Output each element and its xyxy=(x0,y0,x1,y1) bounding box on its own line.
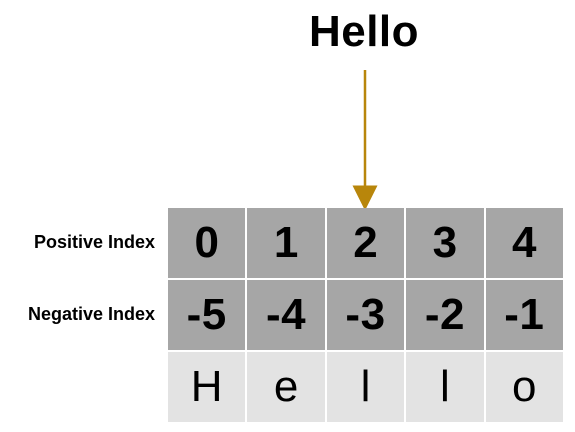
character-cell: l xyxy=(326,352,405,422)
negative-index-cell: -5 xyxy=(168,280,246,350)
positive-index-cell: 2 xyxy=(326,208,405,278)
positive-index-cell: 0 xyxy=(168,208,246,278)
positive-index-cell: 1 xyxy=(247,208,325,278)
negative-index-cell: -2 xyxy=(406,280,484,350)
index-grid: 0 1 2 3 4 -5 -4 -3 -2 -1 H e l l o xyxy=(168,208,563,422)
title: Hello xyxy=(308,7,420,56)
positive-index-label: Positive Index xyxy=(33,232,155,252)
negative-index-cell: -4 xyxy=(247,280,325,350)
negative-index-cell: -1 xyxy=(485,280,563,350)
character-cell: H xyxy=(168,352,246,422)
negative-index-cell: -3 xyxy=(326,280,405,350)
character-cell: l xyxy=(406,352,484,422)
character-cell: o xyxy=(485,352,563,422)
positive-index-cell: 3 xyxy=(406,208,484,278)
positive-index-cell: 4 xyxy=(485,208,563,278)
character-cell: e xyxy=(247,352,325,422)
negative-index-label: Negative Index xyxy=(27,304,155,324)
